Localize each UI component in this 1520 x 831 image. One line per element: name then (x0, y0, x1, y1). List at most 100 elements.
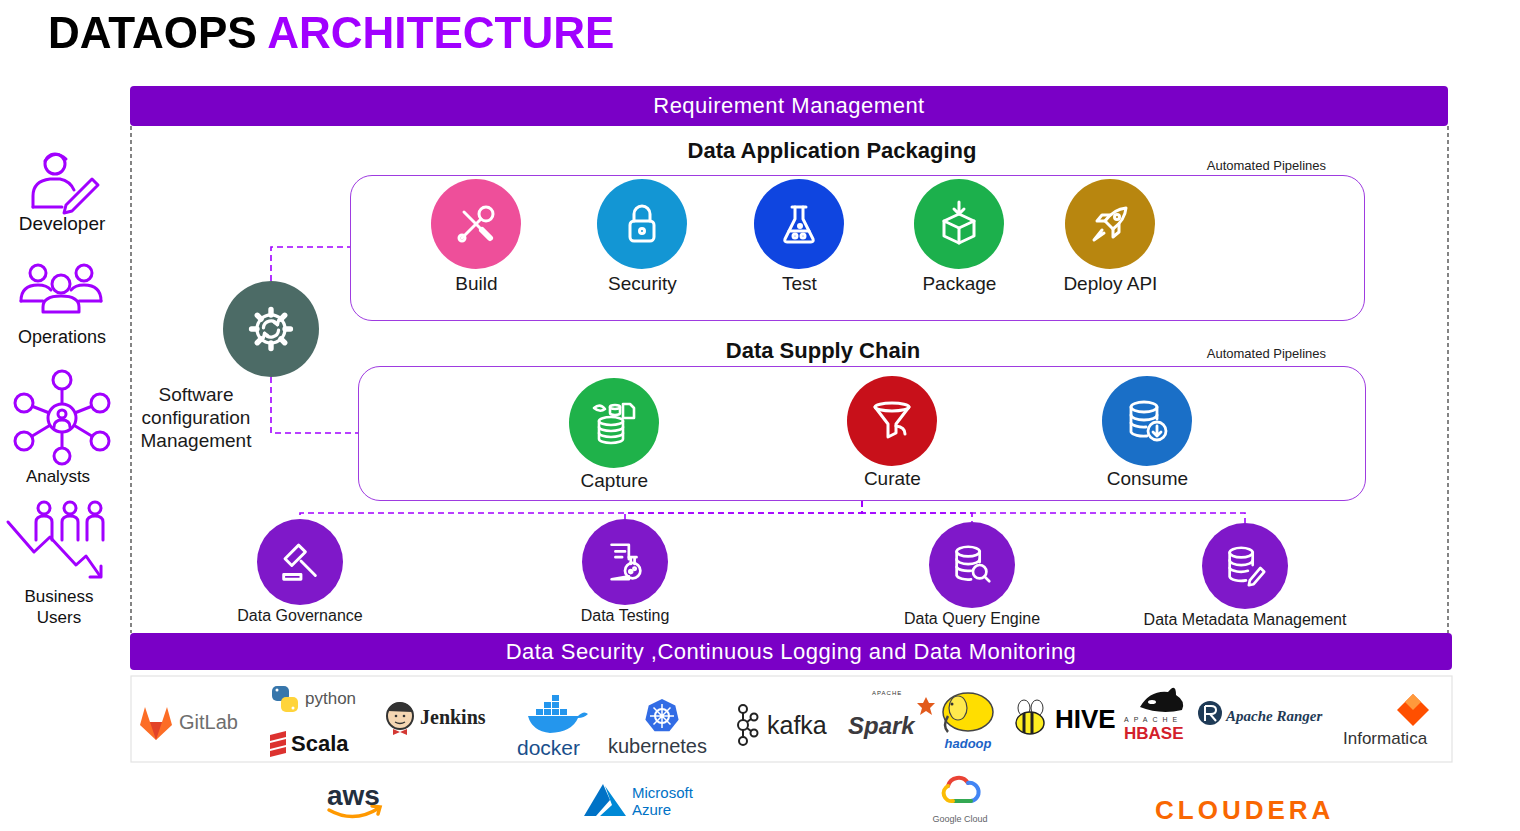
circle-shape (582, 519, 668, 605)
text-slot: Capture (581, 469, 649, 492)
developer-icon (45, 154, 66, 161)
docker-logo (528, 695, 588, 733)
docker-logo (528, 712, 588, 733)
tool-name: Spark (848, 711, 915, 740)
circle-label: Security (608, 272, 677, 295)
group-heading: Data Supply Chain (726, 338, 920, 364)
tool-name: HBASE (1124, 725, 1184, 743)
circle-icon (594, 404, 634, 443)
text-slot: Jenkins (420, 705, 486, 729)
operations-icon (30, 265, 46, 281)
circle-icon (284, 545, 316, 579)
actor-label: Analysts (26, 467, 90, 487)
supply-chain-group: CaptureCurateConsumeData Supply ChainAut… (358, 366, 1366, 501)
docker-logo (544, 702, 551, 708)
docker-logo (536, 709, 543, 715)
gitlab-logo (140, 707, 172, 740)
hive-logo (1016, 700, 1044, 734)
google-cloud-logo (944, 786, 953, 801)
scala-logo (270, 731, 286, 741)
circle-label: Curate (864, 467, 921, 490)
text-slot: HBASE (1124, 725, 1184, 743)
dashed-connector (862, 501, 972, 522)
kafka-logo (751, 714, 758, 721)
kafka-logo (739, 705, 747, 713)
python-logo (272, 686, 298, 712)
cloud-name: CLOUDERA (1155, 795, 1334, 825)
analysts-icon (24, 381, 100, 455)
deploy-step: Deploy API (1065, 179, 1155, 269)
text-slot: Data Testing (581, 606, 670, 625)
hive-logo (1024, 712, 1032, 734)
test-step: Test (754, 179, 844, 269)
cloud-name: Google Cloud (932, 814, 987, 825)
consume-stage: Consume (1102, 376, 1192, 466)
azure-logo (600, 786, 626, 816)
package-step: Package (914, 179, 1004, 269)
analysts-icon (15, 371, 109, 464)
text-slot: Microsoft Azure (632, 784, 714, 818)
docker-logo (536, 695, 567, 715)
scala-logo (270, 731, 286, 757)
tool-name-prefix: APACHE (872, 690, 902, 697)
pipeline-note: Automated Pipelines (1207, 158, 1326, 174)
python-logo (276, 689, 279, 692)
hadoop-logo (951, 703, 954, 706)
azure-logo (584, 784, 626, 816)
circle-icon (875, 403, 909, 437)
actor-label: Operations (18, 326, 106, 348)
text-slot: Software configuration Management (130, 383, 262, 452)
dashed-connector (625, 501, 862, 519)
operations-icon (21, 265, 101, 312)
text-slot: aws (327, 781, 380, 811)
circle-label: Data Metadata Management (1144, 610, 1347, 629)
docker-logo (552, 702, 559, 708)
jenkins-logo (395, 715, 398, 718)
jenkins-logo (388, 702, 412, 712)
business-users-icon (89, 502, 101, 514)
jenkins-logo (393, 729, 407, 735)
tool-name: Jenkins (420, 705, 486, 729)
analysts-icon (91, 432, 109, 450)
kafka-logo (739, 737, 747, 745)
governance-circle: Data Governance (257, 519, 343, 605)
tool-name: HIVE (1055, 704, 1116, 734)
kubernetes-logo (645, 699, 678, 731)
analysts-icon (15, 432, 33, 450)
tool-name-prefix: APACHE (1124, 716, 1182, 724)
circle-label: Data Query Engine (904, 609, 1040, 628)
testing-circle: Data Testing (582, 519, 668, 605)
circle-label: Consume (1107, 467, 1188, 490)
text-slot: Requirement Management (130, 86, 1448, 126)
monitoring-band: Data Security ,Continuous Logging and Da… (130, 633, 1452, 670)
circle-shape (257, 519, 343, 605)
circle-icon (785, 207, 814, 242)
text-slot: Automated Pipelines (1207, 346, 1326, 362)
circle-fill (569, 378, 659, 468)
hbase-logo (1140, 688, 1183, 712)
gitlab-logo (150, 722, 162, 740)
dashed-connector (271, 377, 358, 433)
tool-name: docker (517, 735, 580, 760)
circle-icon (459, 207, 493, 241)
circle-fill (582, 519, 668, 605)
text-slot: Developer (19, 212, 106, 235)
informatica-logo (1397, 694, 1429, 726)
circle-icon (1230, 548, 1265, 585)
business-users-icon (90, 566, 101, 577)
analysts-icon (54, 420, 70, 427)
text-slot: Apache Ranger (1226, 706, 1322, 726)
docker-logo (552, 695, 559, 701)
circle-shape (431, 179, 521, 269)
pipeline-note: Automated Pipelines (1207, 346, 1326, 362)
text-slot: Data Metadata Management (1144, 610, 1347, 629)
circle-fill (914, 179, 1004, 269)
kafka-logo (751, 730, 758, 737)
text-slot: python (305, 689, 356, 709)
business-users-icon (8, 522, 100, 576)
google-cloud-logo (948, 778, 968, 786)
actor-label: Developer (19, 212, 106, 235)
tool-name: python (305, 689, 356, 709)
band-text: Requirement Management (653, 93, 924, 119)
operations-icon (43, 296, 79, 312)
